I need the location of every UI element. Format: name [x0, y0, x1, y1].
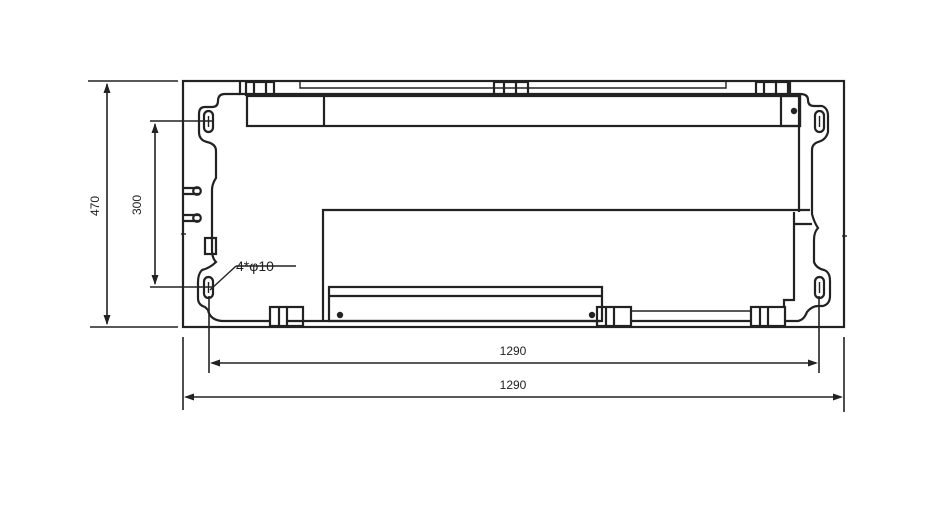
bottom-bracket-left — [268, 305, 305, 328]
upper-right-screw — [790, 107, 798, 115]
dimension-overall-width — [182, 337, 845, 412]
hole-spec-label: 4*φ10 — [236, 258, 274, 274]
pipe-connection-lower — [184, 213, 202, 223]
outer-frame — [181, 79, 846, 329]
dimension-overall-height — [88, 80, 178, 328]
upper-right-block — [779, 94, 802, 128]
drain-port — [203, 236, 218, 256]
lower-tray — [321, 208, 810, 321]
dimension-mount-width — [208, 296, 820, 373]
top-rail-inner — [299, 82, 727, 89]
mount-hole-bottom-right — [813, 275, 826, 300]
dimension-height-overall-label: 470 — [88, 196, 102, 216]
upper-component — [245, 94, 802, 128]
dimension-mount-height — [150, 120, 212, 288]
dimension-width-mount-label: 1290 — [500, 344, 527, 358]
dimension-height-mount-label: 300 — [130, 195, 144, 215]
bottom-bracket-right — [749, 305, 787, 328]
pipe-connection-upper — [184, 186, 202, 196]
mount-hole-top-right — [813, 109, 826, 134]
bottom-bracket-center — [595, 305, 633, 328]
drain-pan-screw-right — [588, 311, 596, 319]
lower-tray-right — [782, 212, 796, 308]
dimension-width-overall-label: 1290 — [500, 378, 527, 392]
hole-callout-leader — [209, 265, 296, 291]
drain-pan-screw-left — [336, 311, 344, 319]
drain-pan — [327, 285, 604, 323]
